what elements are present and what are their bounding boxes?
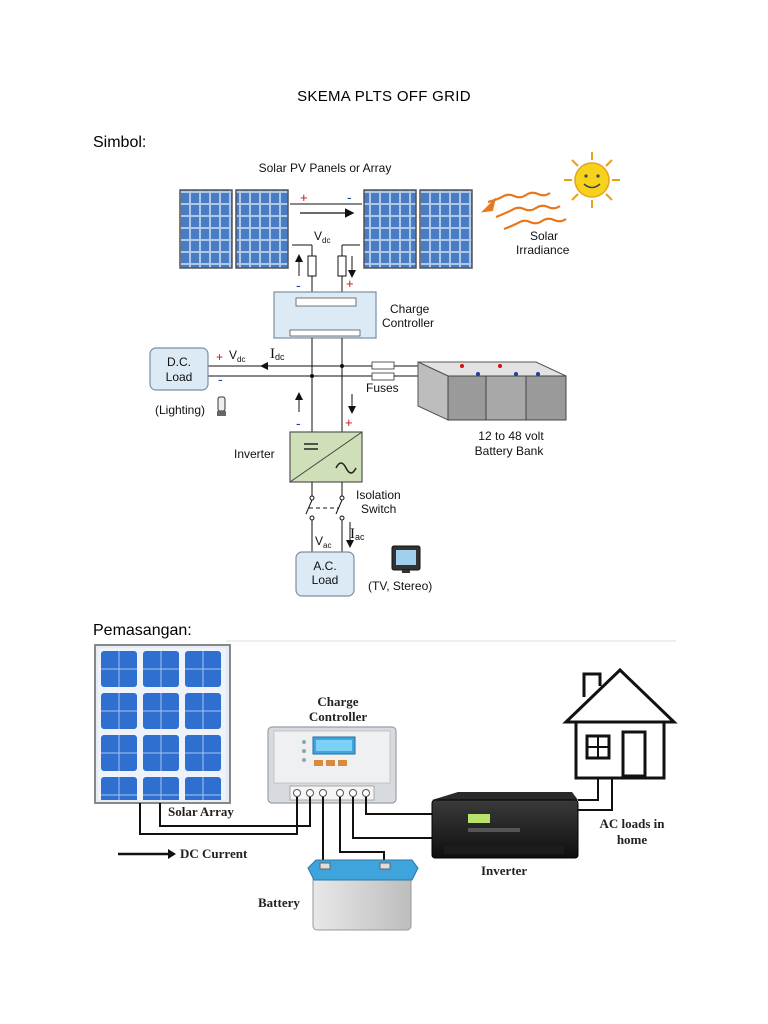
vdc-label-top-main: V [314, 229, 322, 243]
controller-to-battery-wires [322, 797, 385, 870]
pv-array-title: Solar PV Panels or Array [259, 161, 392, 175]
charge-controller-label-1: Charge [390, 302, 430, 316]
isolation-switch-label-2: Switch [361, 502, 396, 516]
dc-load-plus: + [216, 350, 223, 364]
fuses-label: Fuses [366, 381, 399, 395]
controller-to-inverter-wires [352, 797, 446, 839]
inverter-label: Inverter [234, 447, 275, 461]
pv-plus-sign: + [346, 276, 354, 291]
charge-controller-device-label-2: Controller [309, 709, 367, 724]
iac-label-main: I [350, 526, 355, 542]
vac-label: Vac [315, 534, 331, 550]
dc-load-minus: - [218, 371, 223, 387]
pv-panel-3 [363, 189, 417, 269]
battery-bank [417, 361, 567, 421]
inverter-plus-sign: + [345, 415, 353, 430]
vdc-label-top: Vdc [314, 229, 330, 245]
ac-load-label-2: Load [312, 573, 339, 587]
vdc-label-left-sub: dc [237, 355, 245, 364]
inverter-device-label: Inverter [481, 863, 527, 878]
fuse-top-left [307, 255, 317, 277]
dc-load-label-1: D.C. [167, 355, 191, 369]
iac-label: Iac [350, 526, 365, 542]
pv-panel-2 [235, 189, 289, 269]
vdc-label-left-main: V [229, 348, 237, 362]
pv-panel-4 [419, 189, 473, 269]
minus-sign: - [347, 189, 352, 205]
ac-load-label-1: A.C. [313, 559, 336, 573]
house-icon [562, 667, 678, 780]
idc-label-main: I [270, 346, 275, 362]
tv-icon [391, 545, 421, 573]
section-heading-installation: Pemasangan: [93, 622, 192, 639]
ac-loads-label-1: AC loads in [599, 816, 665, 831]
pv-panel-1 [179, 189, 233, 269]
charge-controller-device [267, 726, 397, 804]
battery-device [307, 859, 419, 931]
fuse-battery-positive [371, 361, 395, 370]
dc-current-label: DC Current [180, 846, 248, 861]
inverter-device [431, 792, 579, 859]
pv-minus-sign: - [296, 277, 301, 293]
lightbulb-icon [217, 396, 226, 416]
vac-label-sub: ac [323, 541, 331, 550]
battery-label: Battery [258, 895, 300, 910]
charge-controller-label-2: Controller [382, 316, 434, 330]
solar-array-label: Solar Array [168, 804, 234, 819]
battery-bank-label-2: Battery Bank [475, 444, 545, 458]
vac-label-main: V [315, 534, 323, 548]
inverter-to-house-wires [578, 778, 613, 811]
inverter-symbol [289, 431, 363, 483]
lighting-label: (Lighting) [155, 403, 205, 417]
sun-icon [564, 152, 620, 208]
charge-controller-block [273, 291, 377, 339]
idc-label-sub: dc [275, 352, 285, 362]
ac-loads-label-2: home [617, 832, 648, 847]
dc-load-label-2: Load [166, 370, 193, 384]
dc-load-block [149, 347, 209, 391]
isolation-switch [305, 482, 345, 552]
tv-stereo-label: (TV, Stereo) [368, 579, 432, 593]
vdc-label-left: Vdc [229, 348, 245, 364]
solar-to-controller-wires [139, 797, 311, 835]
inverter-minus-sign: - [296, 415, 301, 431]
fuse-battery-negative [371, 372, 395, 381]
idc-label: Idc [270, 346, 285, 362]
section-heading-symbol: Simbol: [93, 134, 147, 151]
schematic-diagram: Solar PV Panels or Array + - Vdc [149, 152, 620, 597]
solar-rays-icon [480, 191, 567, 231]
solar-array-panel [94, 644, 231, 804]
charge-controller-device-label-1: Charge [317, 694, 358, 709]
solar-irradiance-label-2: Irradiance [516, 243, 570, 257]
fuse-top-right [337, 255, 347, 277]
isolation-switch-label-1: Isolation [356, 488, 401, 502]
plus-sign: + [300, 190, 308, 205]
ac-load-block [295, 551, 355, 597]
vdc-label-top-sub: dc [322, 236, 330, 245]
iac-label-sub: ac [355, 532, 365, 542]
solar-irradiance-label-1: Solar [530, 229, 558, 243]
battery-bank-label-1: 12 to 48 volt [478, 429, 544, 443]
page-title: SKEMA PLTS OFF GRID [297, 88, 471, 105]
